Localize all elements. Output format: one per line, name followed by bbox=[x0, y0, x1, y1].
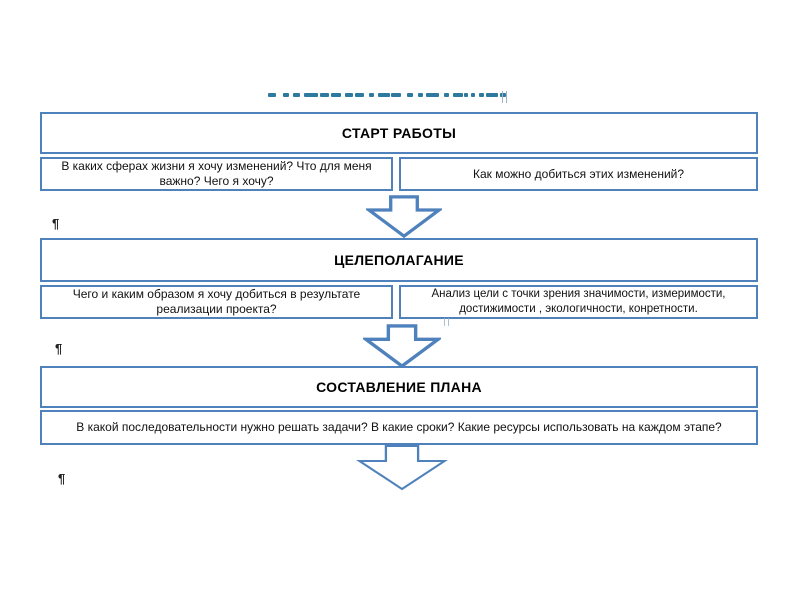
block-start-cell-left[interactable]: В каких сферах жизни я хочу изменений? Ч… bbox=[40, 157, 393, 191]
down-arrow-icon[interactable] bbox=[366, 195, 442, 238]
block-goal-cell-right-text: Анализ цели с точки зрения значимости, и… bbox=[431, 288, 726, 315]
pilcrow-mark-2: ¶ bbox=[55, 341, 63, 356]
pilcrow-mark-1: ¶ bbox=[52, 216, 60, 231]
text-cursor-mark bbox=[502, 91, 507, 103]
down-arrow-icon[interactable] bbox=[356, 445, 448, 491]
down-arrow-icon[interactable] bbox=[363, 324, 441, 368]
block-start-cell-left-text: В каких сферах жизни я хочу изменений? Ч… bbox=[61, 159, 372, 188]
block-plan-cell[interactable]: В какой последовательности нужно решать … bbox=[40, 410, 758, 445]
block-goal-title-box[interactable]: ЦЕЛЕПОЛАГАНИЕ bbox=[40, 238, 758, 282]
block-plan-cell-text: В какой последовательности нужно решать … bbox=[76, 420, 722, 434]
block-plan-title: СОСТАВЛЕНИЕ ПЛАНА bbox=[316, 379, 482, 395]
pilcrow-mark-3: ¶ bbox=[58, 471, 66, 486]
block-start-title-box[interactable]: СТАРТ РАБОТЫ bbox=[40, 112, 758, 154]
block-goal-cell-right[interactable]: Анализ цели с точки зрения значимости, и… bbox=[399, 285, 758, 319]
clipped-title-fragments bbox=[268, 92, 506, 97]
block-start-cell-right-text: Как можно добиться этих изменений? bbox=[472, 166, 685, 181]
hidden-char-mark bbox=[444, 318, 449, 326]
block-plan-title-box[interactable]: СОСТАВЛЕНИЕ ПЛАНА bbox=[40, 366, 758, 408]
block-start-cell-right[interactable]: Как можно добиться этих изменений? bbox=[399, 157, 758, 191]
block-goal-title: ЦЕЛЕПОЛАГАНИЕ bbox=[334, 252, 464, 268]
block-goal-cell-left-text: Чего и каким образом я хочу добиться в р… bbox=[72, 287, 361, 316]
block-start-title: СТАРТ РАБОТЫ bbox=[341, 125, 457, 141]
block-goal-cell-left[interactable]: Чего и каким образом я хочу добиться в р… bbox=[40, 285, 393, 319]
